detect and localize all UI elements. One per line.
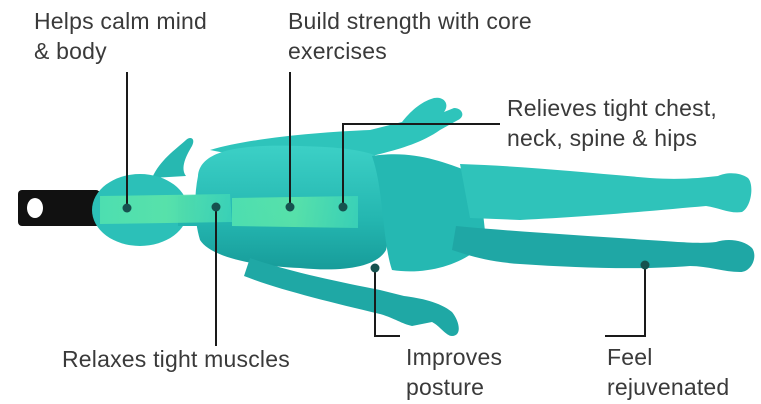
point-neck [212, 203, 221, 212]
point-posture [371, 264, 380, 273]
label-calm-mind: Helps calm mind & body [34, 6, 207, 66]
roller-handle [18, 190, 100, 226]
label-core-strength: Build strength with core exercises [288, 6, 532, 66]
label-relieves-tight: Relieves tight chest, neck, spine & hips [507, 93, 717, 153]
point-head [123, 204, 132, 213]
point-core [286, 203, 295, 212]
point-legs [641, 261, 650, 270]
label-relaxes-muscles: Relaxes tight muscles [62, 344, 290, 374]
point-chest [339, 203, 348, 212]
label-improves-posture: Improves posture [406, 342, 502, 402]
label-feel-rejuvenated: Feel rejuvenated [607, 342, 729, 402]
